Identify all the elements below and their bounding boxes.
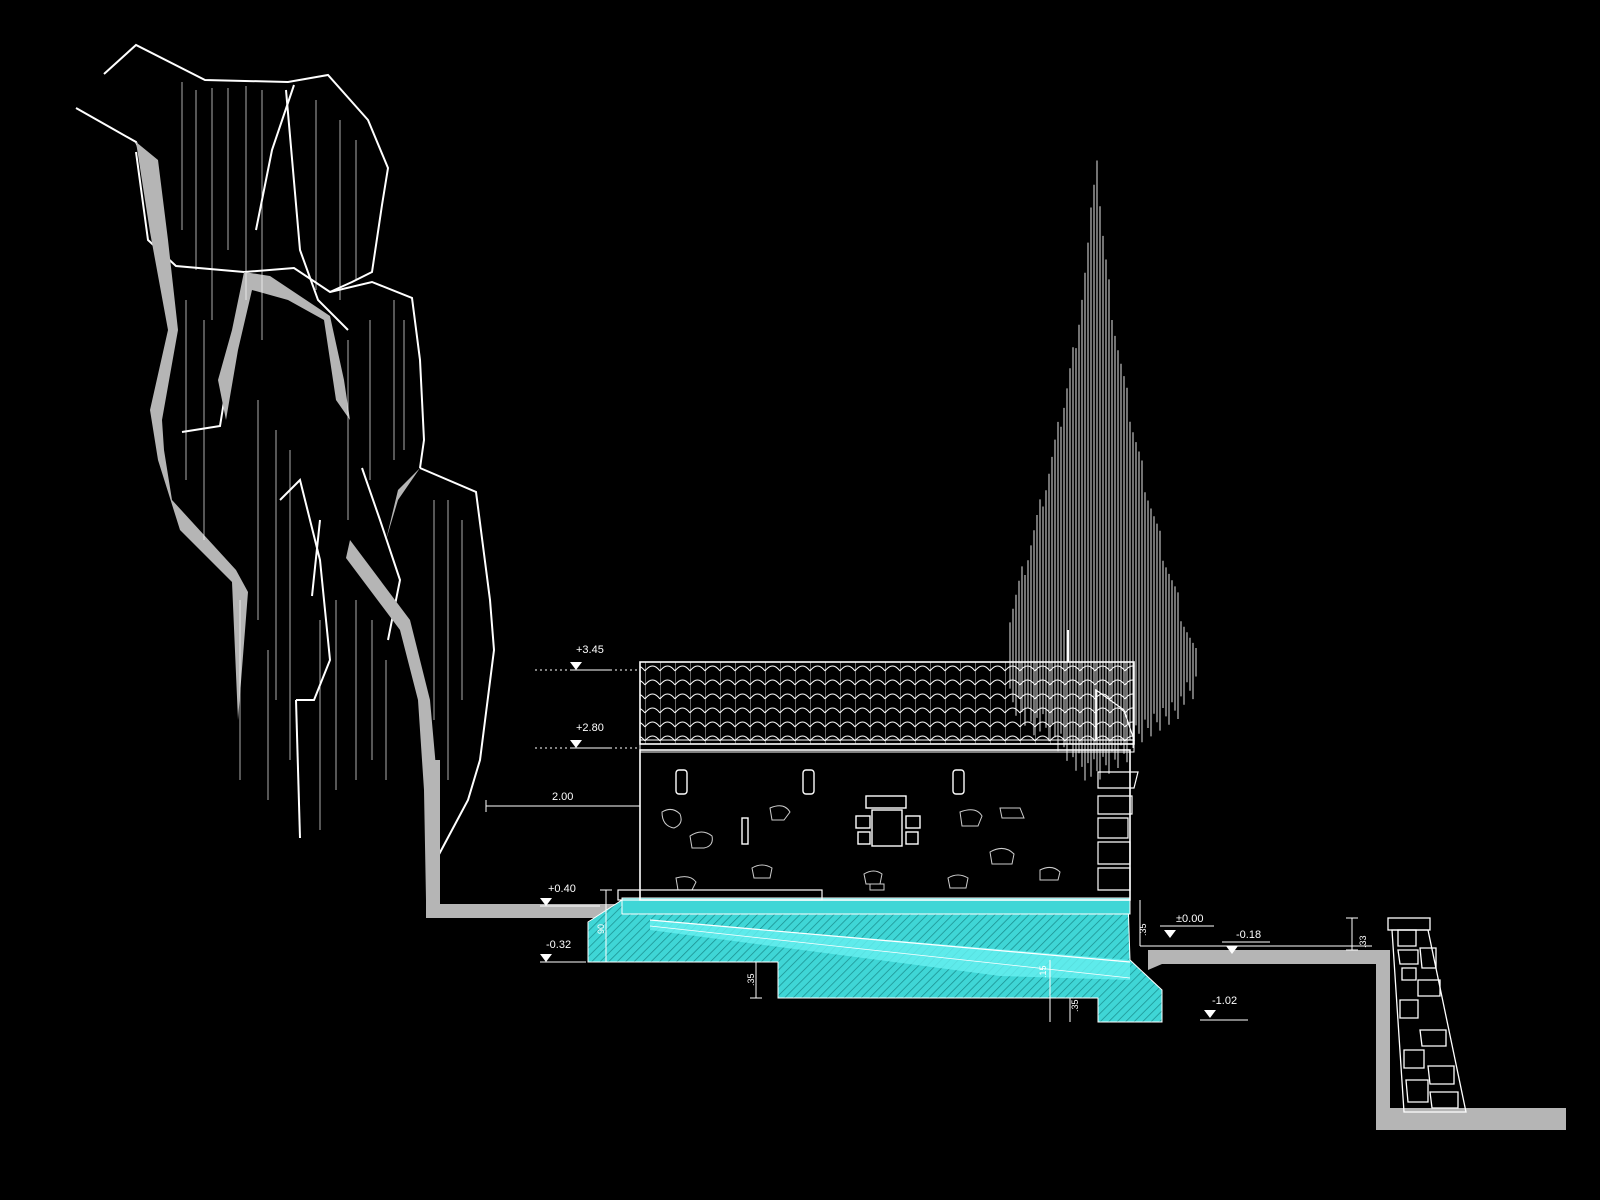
- rock-shadows: [136, 142, 440, 900]
- rock-hatching: [181, 82, 463, 830]
- triangle-level-marker-icon: [1204, 1010, 1216, 1018]
- footing-step-dimension: .35: [1070, 999, 1080, 1012]
- level-path-outside: -0.18: [1236, 929, 1261, 941]
- rock-gap-dimension: 2.00: [552, 791, 573, 803]
- dimension-lines: [485, 669, 1372, 1022]
- level-markers: [540, 662, 1238, 1018]
- slab-right-dimension: .35: [1138, 923, 1148, 936]
- level-eaves: +2.80: [576, 722, 604, 734]
- wall-cap-dimension: .33: [1358, 935, 1368, 948]
- level-platform: +0.40: [548, 883, 576, 895]
- triangle-level-marker-icon: [570, 662, 582, 670]
- level-lower-platform: -0.32: [546, 939, 571, 951]
- level-floor: ±0.00: [1176, 913, 1203, 925]
- level-roof-ridge: +3.45: [576, 644, 604, 656]
- triangle-level-marker-icon: [1164, 930, 1176, 938]
- triangle-level-marker-icon: [540, 898, 552, 906]
- building-windows: [675, 769, 965, 847]
- triangle-level-marker-icon: [540, 954, 552, 962]
- dimension-labels: +3.45 +2.80 +0.40 -0.32 ±0.00 -0.18 -1.0…: [546, 644, 1368, 1012]
- slab-left-dimension: .35: [746, 973, 756, 986]
- stone-building: [639, 630, 1139, 901]
- retaining-wall: [1387, 917, 1467, 1113]
- platform-height-dimension: 90: [596, 924, 606, 934]
- triangle-level-marker-icon: [1226, 946, 1238, 954]
- slab-center-dimension: .15: [1038, 965, 1048, 978]
- triangle-level-marker-icon: [570, 740, 582, 748]
- ground-profile: [426, 760, 1566, 1130]
- foundation-section: [587, 889, 1163, 1023]
- level-footing-bottom: -1.02: [1212, 995, 1237, 1007]
